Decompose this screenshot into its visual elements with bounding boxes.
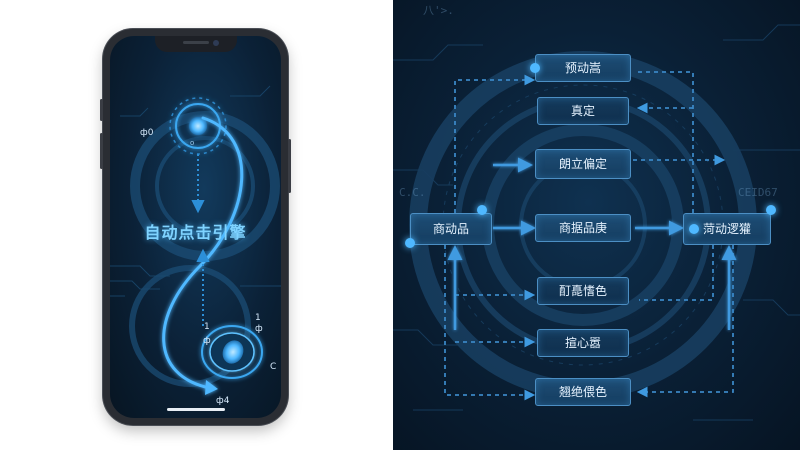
phone-notch	[154, 36, 237, 52]
flow-diagram-panel: 八'>. CEID67 C.C. 预动嵩 真定 朗立偏定 商据品庚 酊嗭愭色 揎…	[393, 0, 800, 450]
background-text-left: C.C.	[399, 186, 426, 199]
up-arrow	[196, 248, 210, 326]
flow-node-left[interactable]: 商动品	[410, 213, 492, 245]
flow-node-2[interactable]: 真定	[537, 97, 629, 125]
flow-node-4[interactable]: 商据品庚	[535, 214, 631, 242]
flow-node-1[interactable]: 预动嵩	[535, 54, 631, 82]
bottom-hub	[201, 325, 263, 379]
down-arrow	[191, 154, 205, 214]
s-curve-path	[162, 116, 244, 390]
flow-node-6[interactable]: 揎心嚣	[537, 329, 629, 357]
flow-node-right[interactable]: 菏动逻獾	[683, 213, 771, 245]
s-curve-arrowhead	[205, 380, 218, 395]
side-flow-arrows	[493, 157, 684, 236]
background-text-top: 八'>.	[423, 4, 454, 17]
bottom-hub-label: ф4	[216, 396, 230, 406]
flow-node-7[interactable]: 翘绝偎色	[535, 378, 631, 406]
top-hub-sublabel: o	[190, 139, 195, 147]
front-camera-icon	[212, 40, 219, 46]
phone-screen: ф0 o 自动点击引擎 1 ф 1 ф C ф4	[110, 36, 281, 418]
side-up-arrows	[447, 245, 737, 330]
bottom-hub-label-c: C	[270, 362, 277, 372]
flow-node-3[interactable]: 朗立偏定	[535, 149, 631, 179]
phone-mockup: ф0 o 自动点击引擎 1 ф 1 ф C ф4	[100, 29, 291, 425]
engine-illustration	[110, 85, 281, 395]
bottom-hub-label-right: 1 ф	[255, 313, 263, 334]
circuit-lines	[110, 85, 281, 297]
engine-title: 自动点击引擎	[144, 223, 247, 242]
phone-volume-button	[100, 133, 103, 169]
node-1-dot	[530, 63, 540, 73]
node-left-dot-left	[405, 238, 415, 248]
home-indicator[interactable]	[166, 408, 225, 411]
node-right-dot-left	[689, 224, 699, 234]
top-hub-label: ф0	[140, 128, 154, 138]
bottom-hub-label-left-number: 1	[204, 322, 210, 332]
node-right-dot-right	[766, 205, 776, 215]
flow-node-5[interactable]: 酊嗭愭色	[537, 277, 629, 305]
bottom-hub-label-left-symbol: ф	[203, 336, 211, 346]
left-panel: ф0 o 自动点击引擎 1 ф 1 ф C ф4	[0, 0, 393, 450]
phone-power-button	[288, 139, 291, 193]
background-circuits	[393, 24, 800, 421]
background-text-right: CEID67	[738, 186, 778, 199]
phone-mute-switch	[100, 99, 103, 121]
node-left-dot-right	[477, 205, 487, 215]
dashed-loops	[444, 71, 734, 401]
speaker-grille	[182, 41, 209, 44]
